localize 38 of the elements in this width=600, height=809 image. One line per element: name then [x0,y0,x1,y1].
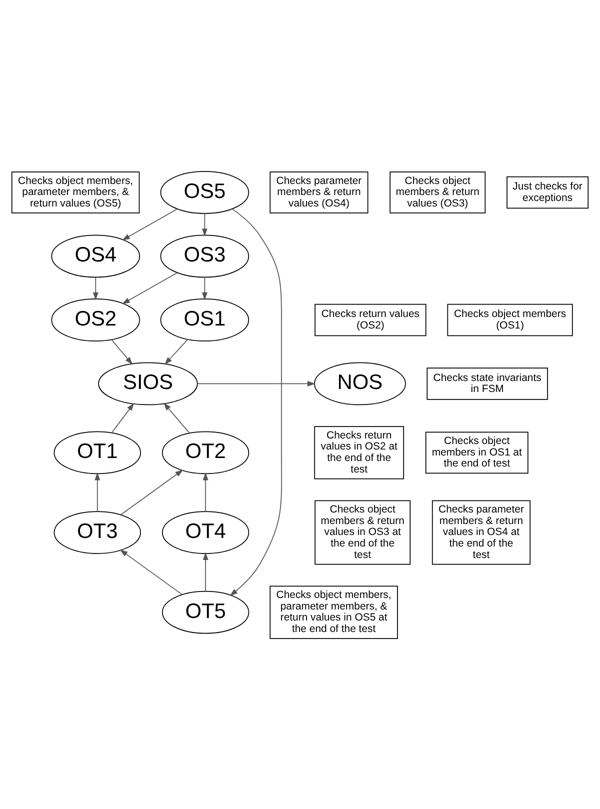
node-ellipse: OS3 [160,234,250,278]
arrow [163,402,190,434]
arrow [111,338,133,364]
node-ellipse: OT2 [162,430,250,474]
node-box: Checks return values in OS2 at the end of the test [314,426,404,479]
node-box: Checks object members (OS1) [447,303,573,336]
node-box: Checks object members & return values in OS3 at the end of the test [314,500,411,564]
node-box: Checks object members, parameter members, & return values (OS5) [11,171,140,213]
node-ellipse: SIOS [98,362,198,405]
node-ellipse: OT1 [54,430,141,474]
arrow [197,380,316,386]
arrow [92,276,98,300]
arrow [94,472,100,512]
node-box: Checks object members, parameter members, & return values in OS5 at the end of the test [270,585,398,638]
node-box: Checks state invariants in FSM [426,367,548,400]
node-ellipse: OT5 [162,590,250,634]
arrow [202,276,208,300]
node-box: Checks return values (OS2) [314,303,426,336]
arrow [230,208,282,596]
node-ellipse: OT3 [54,510,141,554]
arrow [202,472,208,512]
node-box: Just checks for exceptions [506,176,589,208]
node-box: Checks object members in OS1 at the end of test [425,431,528,474]
arrow [120,549,183,594]
arrow [202,552,208,592]
arrow [122,272,178,304]
node-ellipse: OS5 [160,170,250,214]
node-ellipse: OT4 [162,510,250,554]
arrow [164,338,188,364]
node-box: Checks parameter members & return values (OS4) [270,171,368,213]
arrow [122,208,178,240]
arrow [111,402,134,433]
node-ellipse: OS1 [160,298,250,341]
arrow [202,212,208,236]
node-box: Checks parameter members & return values in OS4 at the end of the test [432,500,531,564]
node-ellipse: NOS [314,362,406,405]
node-box: Checks object members & return values (OS3) [390,171,486,213]
arrow [120,469,184,515]
